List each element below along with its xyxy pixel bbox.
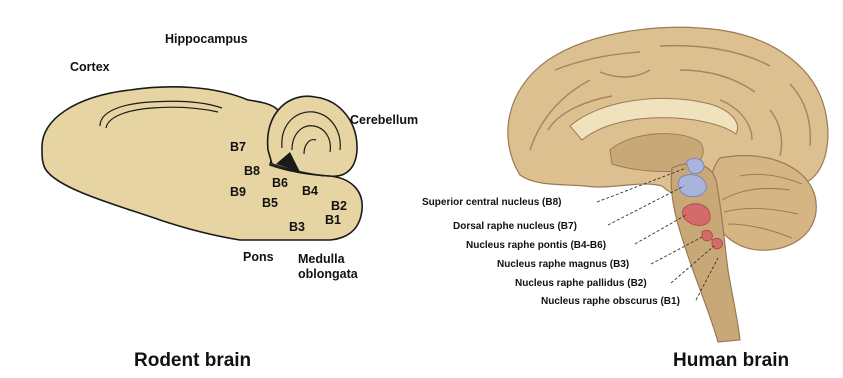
label-raphe-magnus: Nucleus raphe magnus (B3)	[497, 259, 629, 270]
nucleus-b3-region	[702, 230, 712, 240]
label-cerebellum: Cerebellum	[350, 113, 418, 127]
nucleus-b2: B2	[331, 199, 347, 213]
nucleus-b6: B6	[272, 176, 288, 190]
label-oblongata: oblongata	[298, 267, 359, 281]
label-raphe-pallidus: Nucleus raphe pallidus (B2)	[515, 278, 647, 289]
label-raphe-pontis: Nucleus raphe pontis (B4-B6)	[466, 240, 606, 251]
nucleus-b4: B4	[302, 184, 318, 198]
rodent-brain-diagram: Cortex Hippocampus Cerebellum Pons Medul…	[42, 32, 418, 371]
label-hippocampus: Hippocampus	[165, 32, 248, 46]
nucleus-b9: B9	[230, 185, 246, 199]
human-brain-photo: Superior central nucleus (B8) Dorsal rap…	[422, 27, 828, 371]
label-raphe-obscurus: Nucleus raphe obscurus (B1)	[541, 296, 680, 307]
label-superior-central: Superior central nucleus (B8)	[422, 197, 561, 208]
nucleus-b8: B8	[244, 164, 260, 178]
label-pons: Pons	[243, 250, 274, 264]
nucleus-b7: B7	[230, 140, 246, 154]
label-medulla: Medulla	[298, 252, 346, 266]
caption-human: Human brain	[673, 350, 789, 371]
nucleus-b1: B1	[325, 213, 341, 227]
leader-b7	[608, 186, 684, 225]
label-cortex: Cortex	[70, 60, 110, 74]
label-dorsal-raphe: Dorsal raphe nucleus (B7)	[453, 221, 577, 232]
nucleus-b2-region	[712, 238, 722, 248]
nucleus-b5: B5	[262, 196, 278, 210]
nucleus-b3: B3	[289, 220, 305, 234]
caption-rodent: Rodent brain	[134, 350, 251, 371]
